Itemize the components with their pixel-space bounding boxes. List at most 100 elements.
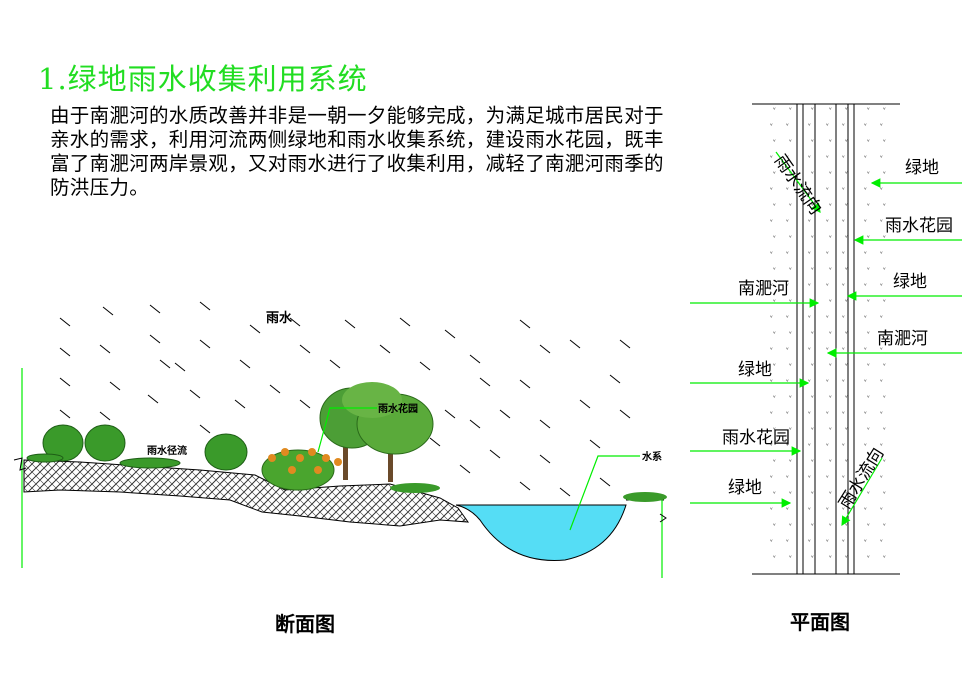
label-rain: 雨水 [266,310,293,326]
svg-text:ᵛ: ᵛ [845,138,848,146]
svg-text:ᵛ: ᵛ [880,378,883,386]
svg-text:ᵛ: ᵛ [864,154,867,162]
svg-text:ᵛ: ᵛ [808,506,811,514]
svg-text:ᵛ: ᵛ [845,170,848,178]
svg-text:ᵛ: ᵛ [880,474,883,482]
label-left-river: 南淝河 [738,279,789,299]
svg-text:ᵛ: ᵛ [842,186,845,194]
svg-text:ᵛ: ᵛ [773,234,776,242]
svg-text:ᵛ: ᵛ [773,522,776,530]
svg-text:ᵛ: ᵛ [826,186,829,194]
svg-text:ᵛ: ᵛ [770,410,773,418]
svg-text:ᵛ: ᵛ [829,202,832,210]
svg-text:ᵛ: ᵛ [845,106,848,114]
svg-text:ᵛ: ᵛ [789,138,792,146]
svg-text:ᵛ: ᵛ [864,186,867,194]
svg-text:ᵛ: ᵛ [773,298,776,306]
svg-text:ᵛ: ᵛ [770,282,773,290]
svg-text:ᵛ: ᵛ [773,106,776,114]
svg-text:ᵛ: ᵛ [786,474,789,482]
svg-text:ᵛ: ᵛ [811,138,814,146]
svg-text:ᵛ: ᵛ [829,490,832,498]
page-title: 1.绿地雨水收集利用系统 [38,62,368,96]
svg-text:ᵛ: ᵛ [786,346,789,354]
svg-text:ᵛ: ᵛ [867,362,870,370]
svg-text:ᵛ: ᵛ [808,474,811,482]
svg-text:ᵛ: ᵛ [786,378,789,386]
svg-text:ᵛ: ᵛ [789,234,792,242]
label-rain-path: 雨水径流 [147,444,187,457]
svg-text:ᵛ: ᵛ [880,122,883,130]
svg-text:ᵛ: ᵛ [789,266,792,274]
svg-text:ᵛ: ᵛ [883,202,886,210]
svg-text:ᵛ: ᵛ [845,330,848,338]
svg-text:ᵛ: ᵛ [811,362,814,370]
svg-text:ᵛ: ᵛ [880,442,883,450]
svg-text:ᵛ: ᵛ [880,218,883,226]
svg-text:ᵛ: ᵛ [867,490,870,498]
svg-text:ᵛ: ᵛ [829,298,832,306]
svg-text:ᵛ: ᵛ [786,250,789,258]
svg-text:ᵛ: ᵛ [829,554,832,562]
label-water: 水系 [641,450,662,463]
label-right-green-2: 绿地 [893,272,927,292]
cross-section: 雨水 雨水径流 雨水花园 水系 [13,301,667,578]
svg-text:ᵛ: ᵛ [773,394,776,402]
svg-text:ᵛ: ᵛ [867,170,870,178]
svg-text:ᵛ: ᵛ [770,186,773,194]
svg-text:ᵛ: ᵛ [883,330,886,338]
description-paragraph: 由于南淝河的水质改善并非是一朝一夕能够完成，为满足城市居民对于亲水的需求，利用河… [50,104,664,199]
svg-text:ᵛ: ᵛ [845,266,848,274]
svg-text:ᵛ: ᵛ [826,378,829,386]
svg-text:ᵛ: ᵛ [867,394,870,402]
svg-text:ᵛ: ᵛ [845,298,848,306]
svg-text:ᵛ: ᵛ [867,202,870,210]
svg-text:ᵛ: ᵛ [867,330,870,338]
svg-text:ᵛ: ᵛ [842,250,845,258]
svg-text:ᵛ: ᵛ [829,426,832,434]
label-rain-garden: 雨水花园 [378,402,418,415]
svg-text:ᵛ: ᵛ [789,394,792,402]
svg-text:ᵛ: ᵛ [880,186,883,194]
svg-text:ᵛ: ᵛ [845,522,848,530]
svg-text:ᵛ: ᵛ [845,202,848,210]
svg-text:ᵛ: ᵛ [786,218,789,226]
svg-text:ᵛ: ᵛ [883,234,886,242]
svg-text:ᵛ: ᵛ [867,426,870,434]
svg-text:ᵛ: ᵛ [867,458,870,466]
svg-text:ᵛ: ᵛ [789,202,792,210]
svg-text:ᵛ: ᵛ [773,362,776,370]
svg-text:ᵛ: ᵛ [864,538,867,546]
svg-text:ᵛ: ᵛ [867,266,870,274]
svg-text:ᵛ: ᵛ [842,314,845,322]
svg-text:ᵛ: ᵛ [811,170,814,178]
svg-text:ᵛ: ᵛ [880,538,883,546]
svg-text:ᵛ: ᵛ [786,186,789,194]
svg-text:ᵛ: ᵛ [864,346,867,354]
svg-text:ᵛ: ᵛ [829,170,832,178]
svg-text:ᵛ: ᵛ [826,538,829,546]
svg-text:ᵛ: ᵛ [808,282,811,290]
svg-text:ᵛ: ᵛ [880,154,883,162]
svg-text:ᵛ: ᵛ [826,442,829,450]
svg-text:ᵛ: ᵛ [789,330,792,338]
svg-text:ᵛ: ᵛ [845,490,848,498]
svg-text:ᵛ: ᵛ [786,282,789,290]
svg-text:ᵛ: ᵛ [773,266,776,274]
svg-text:ᵛ: ᵛ [883,106,886,114]
ground-layer [23,459,470,527]
svg-text:ᵛ: ᵛ [789,522,792,530]
svg-text:ᵛ: ᵛ [883,266,886,274]
svg-text:ᵛ: ᵛ [826,474,829,482]
svg-text:ᵛ: ᵛ [883,490,886,498]
svg-text:ᵛ: ᵛ [811,554,814,562]
svg-text:ᵛ: ᵛ [842,346,845,354]
svg-text:ᵛ: ᵛ [880,346,883,354]
svg-text:ᵛ: ᵛ [808,154,811,162]
shrubs-left [26,424,248,471]
svg-text:ᵛ: ᵛ [789,554,792,562]
svg-text:ᵛ: ᵛ [842,506,845,514]
svg-text:ᵛ: ᵛ [770,378,773,386]
